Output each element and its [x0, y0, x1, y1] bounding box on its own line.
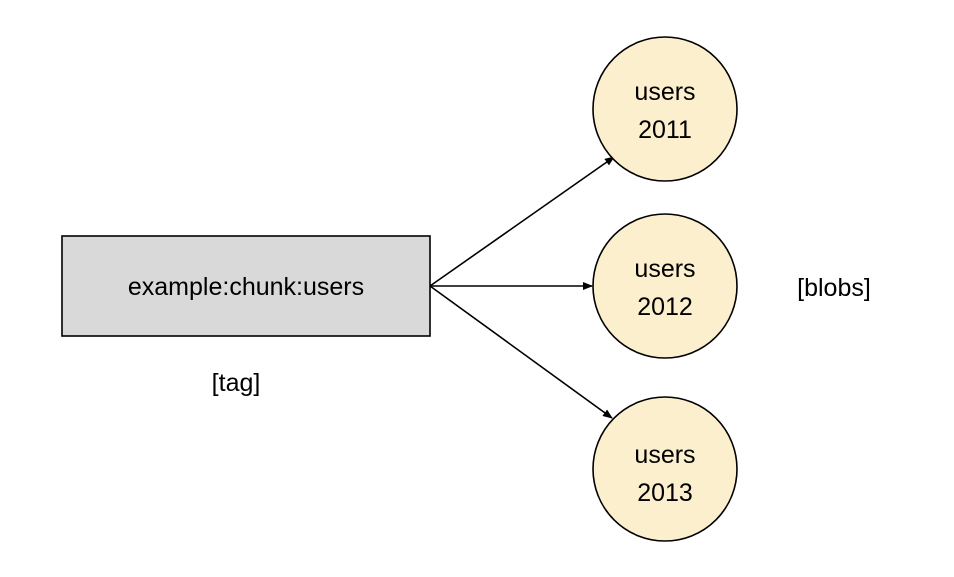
blob-circle: [592, 396, 738, 542]
blob-node-2013: users 2013: [592, 396, 738, 542]
blob-circle: [592, 213, 738, 359]
tag-caption: [tag]: [212, 369, 261, 397]
blob-label-line2: 2011: [638, 116, 692, 144]
blob-node-2011: users 2011: [592, 36, 738, 182]
blob-label-line1: users: [634, 78, 695, 106]
blob-label-line1: users: [634, 441, 695, 469]
blobs-caption: [blobs]: [797, 274, 871, 302]
blob-node-2012: users 2012: [592, 213, 738, 359]
tag-node: example:chunk:users: [61, 235, 431, 337]
blob-label-line2: 2013: [637, 479, 693, 507]
arrows: [429, 156, 615, 419]
blob-label-line1: users: [634, 255, 695, 283]
blob-circle: [592, 36, 738, 182]
arrow-to-blob-2013: [429, 285, 613, 419]
tag-name: example:chunk:users: [128, 273, 364, 301]
blob-label-line2: 2012: [637, 293, 693, 321]
arrow-to-blob-2011: [429, 156, 615, 287]
tag-box: [61, 235, 431, 337]
